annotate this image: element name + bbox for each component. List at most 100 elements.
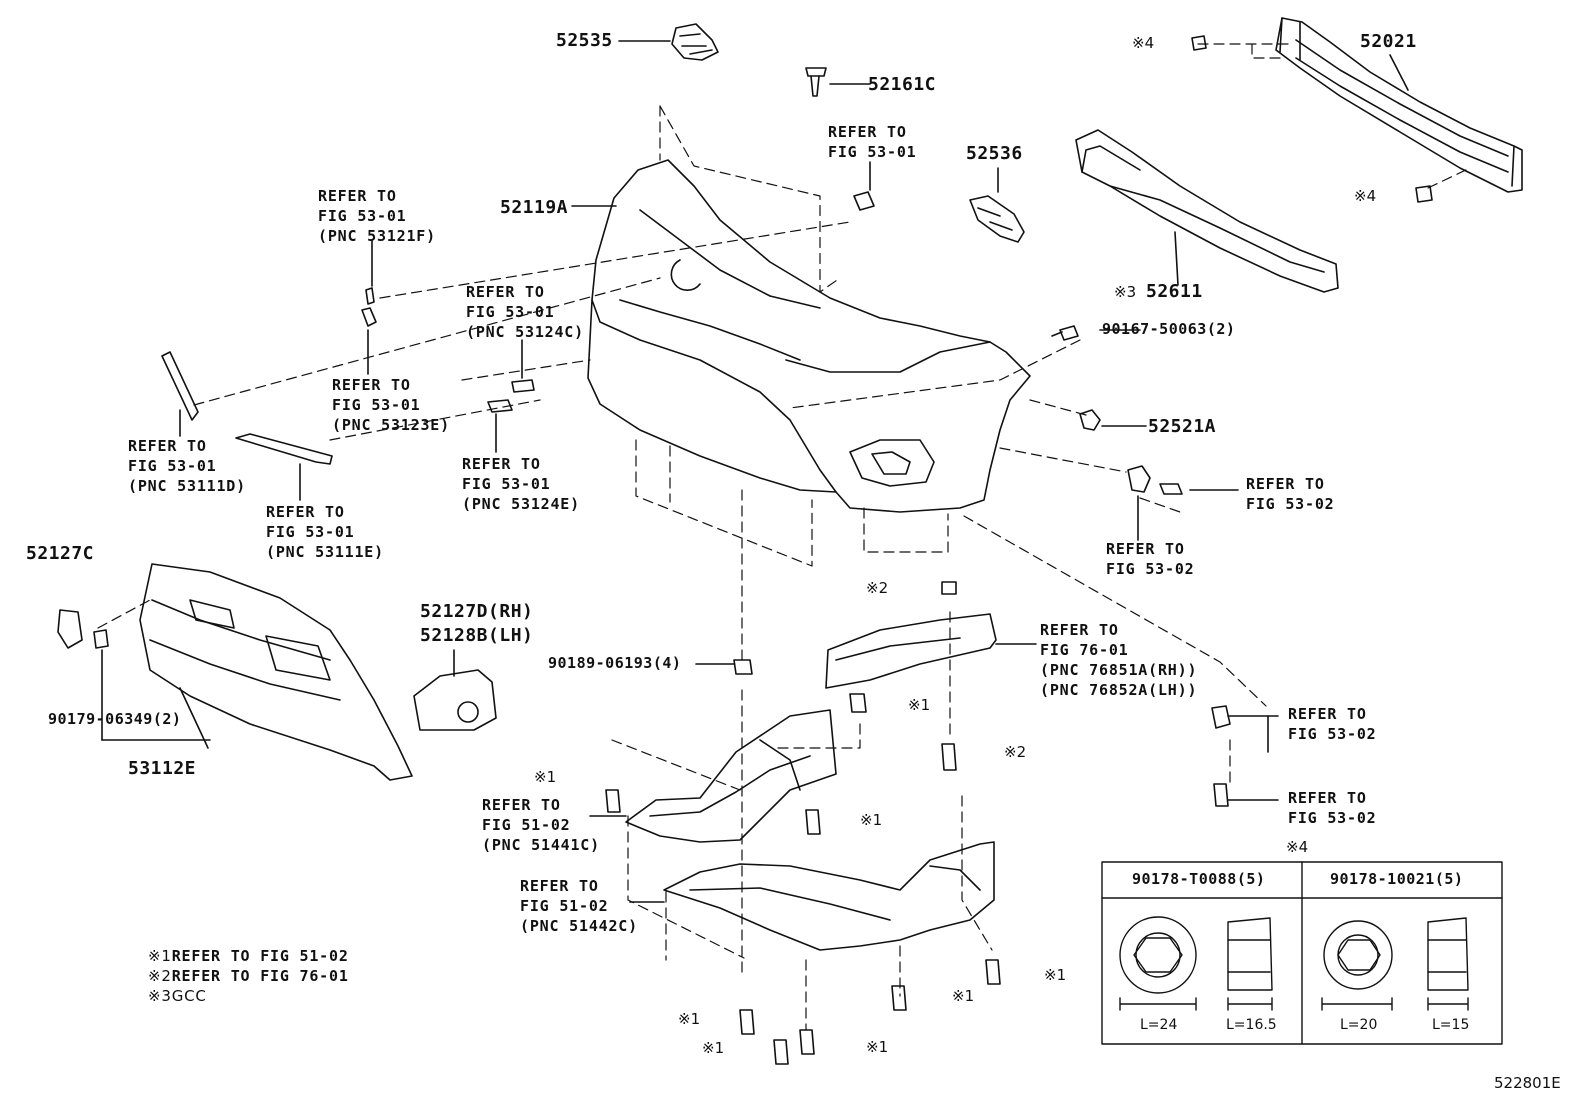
footnote-1: ※1REFER TO FIG 51-02	[148, 946, 349, 966]
under-cover-51442c-shape	[663, 841, 995, 951]
under-cover-51441c-shape	[625, 709, 837, 843]
molding-53111d-shape	[161, 351, 199, 421]
label-52127c: 52127C	[26, 543, 95, 564]
figure-id: 522801E	[1494, 1074, 1561, 1092]
bolt-90167-shape	[1051, 325, 1079, 341]
mark-1-c: ※1	[860, 811, 883, 829]
mark-52611: ※3	[1114, 283, 1137, 301]
bolt-m1b-shape	[805, 809, 821, 835]
mark-1-f: ※1	[678, 1010, 701, 1028]
label-90179: 90179-06349(2)	[48, 710, 182, 728]
nut-dim-3: L=20	[1340, 1017, 1378, 1033]
clip-53121f-shape	[361, 287, 377, 327]
retainer-5302c-shape	[1211, 705, 1231, 729]
nut-dim-4: L=15	[1432, 1017, 1470, 1033]
retainer-90179-shape	[93, 629, 109, 649]
nut-m4b-shape	[1415, 185, 1433, 203]
nut-m4a-shape	[1191, 35, 1207, 51]
nut-dim-1: L=24	[1140, 1017, 1178, 1033]
fog-cover-52127d-shape	[413, 669, 497, 731]
mark-4-a: ※4	[1132, 34, 1155, 52]
reinforcement-52021-shape	[1275, 17, 1523, 193]
bolt-5302d-shape	[1213, 783, 1229, 807]
nut-table-mark: ※4	[1286, 838, 1309, 856]
label-52128b: 52128B(LH)	[420, 625, 534, 646]
label-52536: 52536	[966, 143, 1023, 164]
label-52021: 52021	[1360, 31, 1417, 52]
mark-1-a: ※1	[908, 696, 931, 714]
label-53112e: 53112E	[128, 758, 197, 779]
bolt-m1a-shape	[605, 789, 621, 813]
label-52161c: 52161C	[868, 74, 937, 95]
clip-52536-shape	[969, 195, 1025, 243]
retainer-shape	[1127, 465, 1151, 493]
bolt-m1e-shape	[799, 1029, 815, 1055]
cover-52127c-shape	[57, 609, 83, 649]
label-52119a: 52119A	[500, 197, 569, 218]
absorber-52611-shape	[1075, 129, 1339, 293]
bolt-m1f-shape	[891, 985, 907, 1011]
mark-1-d: ※1	[1044, 966, 1067, 984]
footnote-3: ※3GCC	[148, 986, 207, 1006]
label-52521a: 52521A	[1148, 416, 1217, 437]
clip-90189-shape	[733, 659, 753, 675]
bolt-m1g-shape	[985, 959, 1001, 985]
nut-dim-2: L=16.5	[1226, 1017, 1277, 1033]
footnote-1-mark: ※1	[148, 947, 172, 965]
mark-1-b: ※1	[534, 768, 557, 786]
footnote-2-text: REFER TO FIG 76-01	[171, 967, 349, 985]
mark-2-b: ※2	[1004, 743, 1027, 761]
clip-52521a-shape	[1079, 409, 1101, 431]
label-52535: 52535	[556, 30, 613, 51]
mark-1-h: ※1	[866, 1038, 889, 1056]
nut-table-col1: 90178-T0088(5)	[1132, 870, 1266, 888]
clip-52161c-shape	[805, 67, 827, 97]
label-90189: 90189-06193(4)	[548, 654, 682, 672]
clip-m1-shape	[849, 693, 867, 713]
bolt-5302a-shape	[1159, 483, 1183, 495]
footnote-1-text: REFER TO FIG 51-02	[171, 947, 349, 965]
spoiler-76851a-shape	[825, 613, 997, 689]
bolt-m2-shape	[941, 743, 957, 771]
footnote-3-mark: ※3	[148, 987, 172, 1005]
nut-table-col2: 90178-10021(5)	[1330, 870, 1464, 888]
label-52611: 52611	[1146, 281, 1203, 302]
footnote-2: ※2REFER TO FIG 76-01	[148, 966, 349, 986]
clip-53124e-shape	[487, 399, 513, 413]
mark-2-a: ※2	[866, 579, 889, 597]
footnote-2-mark: ※2	[148, 967, 172, 985]
clip-m2-shape	[941, 581, 957, 595]
nut-table-frame	[1101, 861, 1503, 1045]
label-90167: 90167-50063(2)	[1102, 320, 1236, 338]
bumper-cover-52119a-shape	[587, 159, 1031, 513]
footnote-3-text: GCC	[171, 987, 207, 1005]
lower-grille-53112e-shape	[139, 563, 413, 781]
clip-52535-shape	[671, 23, 719, 61]
mark-1-e: ※1	[952, 987, 975, 1005]
bolt-m1c-shape	[739, 1009, 755, 1035]
mark-1-g: ※1	[702, 1039, 725, 1057]
bolt-8901-shape	[853, 191, 875, 211]
mark-4-b: ※4	[1354, 187, 1377, 205]
clip-53124c-shape	[511, 379, 535, 393]
label-52127d: 52127D(RH)	[420, 601, 534, 622]
bolt-m1d-shape	[773, 1039, 789, 1065]
molding-53111e-shape	[235, 433, 333, 465]
nut-drawings	[1119, 916, 1469, 1011]
